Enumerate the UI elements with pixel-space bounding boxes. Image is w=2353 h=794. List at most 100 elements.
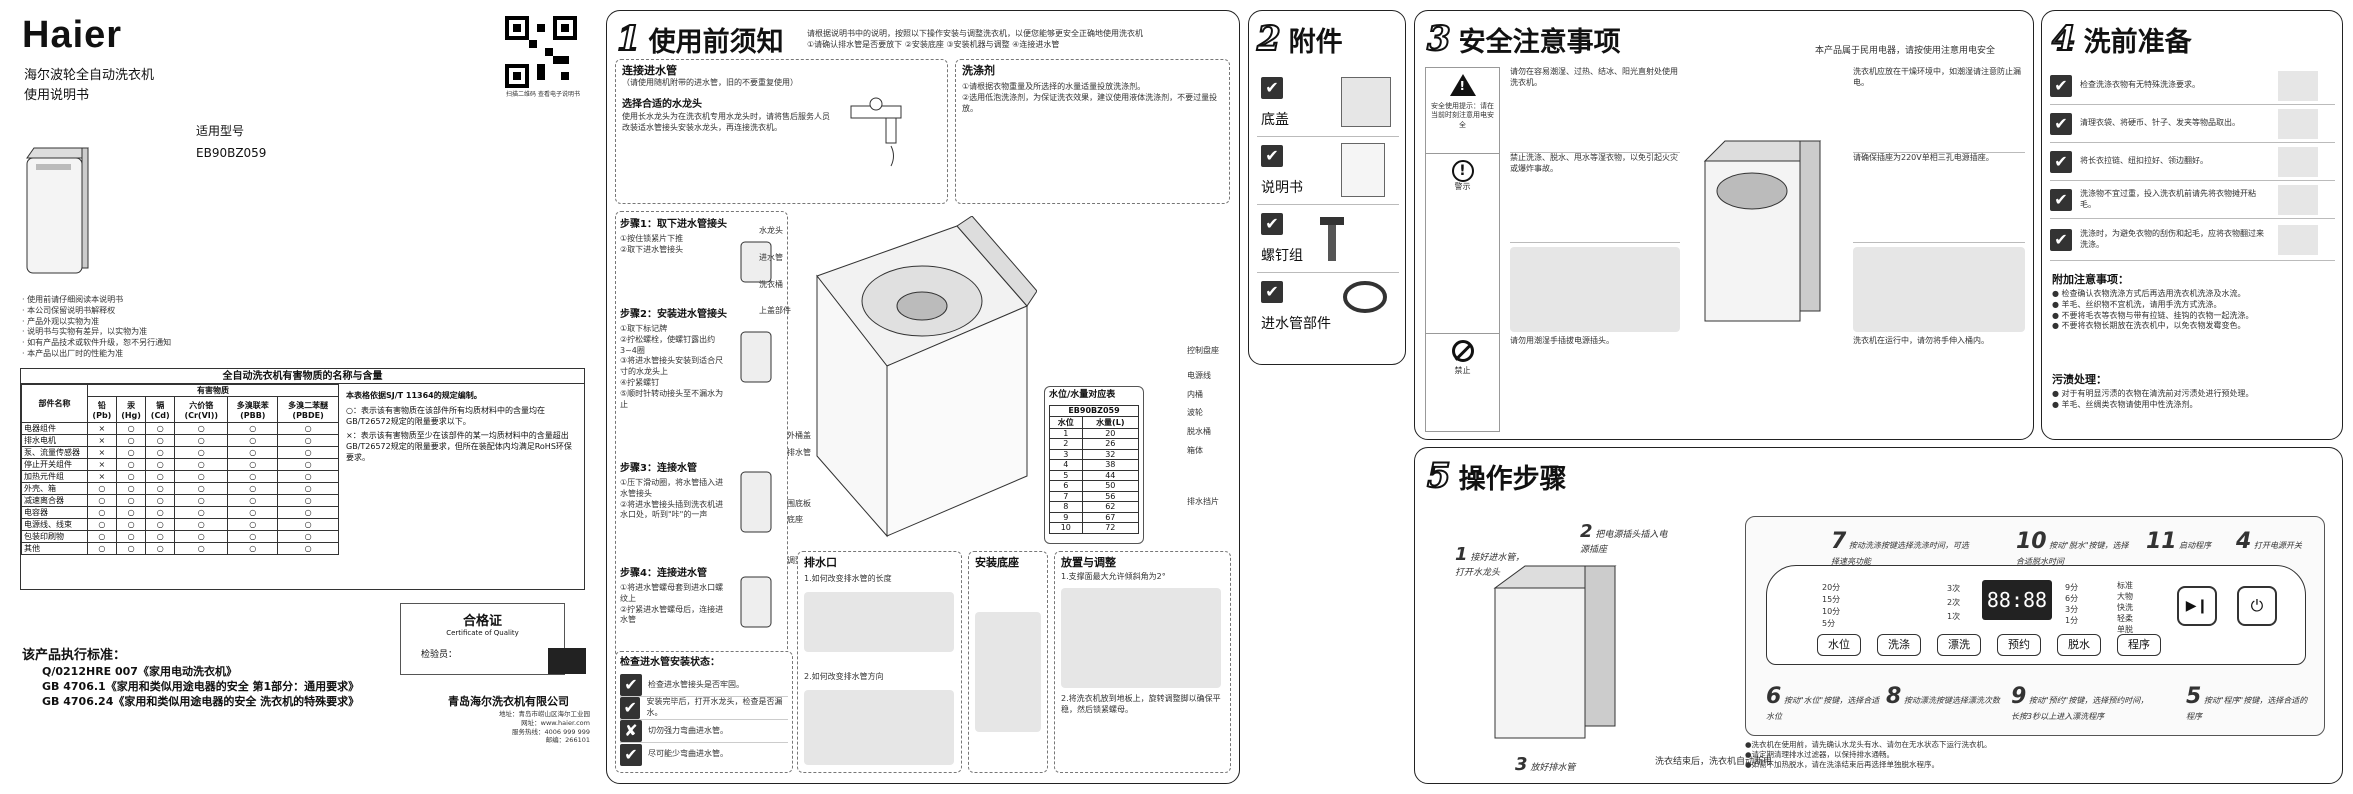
callout-number: 11 [2146,529,2177,554]
water-level-button[interactable]: 水位 [1817,634,1861,656]
part-name: 加热元件组 [21,470,88,483]
delay-button[interactable]: 预约 [1997,634,2041,656]
wl-col: 水量(L) [1081,415,1140,429]
step-item: ①按住锁紧片下推 [620,234,684,243]
prep-list: ✔检查洗涤衣物有无特殊洗涤要求。 ✔清理衣袋、将硬币、针子、发夹等物品取出。 ✔… [2050,67,2335,261]
substance-row: 加热元件组×○○○○○ [21,470,339,483]
certificate-box: 合格证 Certificate of Quality 检验员： [400,603,565,675]
rinse-indicators: 3次 2次 1次 [1947,582,1960,624]
substance-cell: ○ [227,518,279,531]
accessory-label: 螺钉组 [1261,248,1303,264]
step-item: ②将进水管接头插到洗衣机进水口处，听到"咔"的一声 [620,499,724,520]
accessory-list: ✔ 底盖 ✔ 说明书 ✔ 螺钉组 ✔ 进水管部件 [1257,69,1399,341]
start-pause-button[interactable]: ▶❙ [2177,586,2217,626]
drain-title: 排水口 [804,556,837,569]
part-label: 围底板 [787,498,811,508]
check-row: ✔安装完毕后，打开水龙头，检查是否漏水。 [620,697,788,720]
water-level-cell: 26 [1081,438,1140,450]
checkmark-icon: ✔ [1261,213,1283,235]
substance-cell: ○ [174,458,229,471]
standard-item: GB 4706.1《家用和类似用途电器的安全 第1部分：通用要求》 [42,680,360,693]
indicator-label: 标准 [2117,581,2133,590]
step-item: ②拧紧进水管螺母后，连接进水管 [620,604,724,625]
base-cover-image [1341,77,1391,127]
substance-notes: 本表格依据SJ/T 11364的规定编制。 ○：表示该有害物质在该部件所有均质材… [346,391,578,464]
substance-cell: ○ [87,506,117,519]
prep-illustration [2278,146,2318,177]
drain-subtitle2: 2.如何改变排水管方向 [804,672,884,681]
callout-number: 2 [1580,521,1593,542]
safety-text: 请确保插座为220V单相三孔电源插座。 [1853,153,2025,243]
substance-cell: ○ [277,434,339,447]
substance-cell: ○ [115,434,147,447]
power-button[interactable]: ⏻ [2237,586,2277,626]
screw-icon [1320,217,1344,261]
model-number: EB90BZ059 [196,146,267,160]
col-header: 多溴二苯醚(PBDE) [277,396,339,423]
substance-cell: ○ [115,458,147,471]
steps-box: 步骤1：取下进水管接头 ①按住锁紧片下推 ②取下进水管接头 步骤2：安装进水管接… [615,211,788,691]
part-label: 底座 [787,515,803,525]
rinse-button[interactable]: 漂洗 [1937,634,1981,656]
panel-title: 5 操作步骤 [1426,455,1567,497]
brand-logo: Haier [22,14,123,56]
check-text: 切勿强力弯曲进水管。 [648,725,728,735]
water-level-cell: 50 [1081,480,1140,492]
safety-col-a: 请勿在容易潮湿、过热、结冰、阳光直射处使用洗衣机。 禁止洗涤、脱水、甩水等湿衣物… [1510,67,1680,432]
callout-3: 3 放好排水管 [1515,753,1645,777]
accessory-label: 说明书 [1261,180,1303,196]
hose-icon [1343,281,1387,313]
indicator-label: 快洗 [2117,603,2133,612]
connect-hose-box: 连接进水管 （请使用随机附带的进水管，旧的不要重复使用） 选择合适的水龙头 使用… [615,59,948,204]
note-o: ○：表示该有害物质在该部件所有均质材料中的含量均在GB/T26572规定的限量要… [346,405,545,426]
callout-text: 打开电源开关 [2253,541,2302,550]
part-label: 脱水桶 [1187,427,1211,437]
drain-illustration [804,592,954,652]
safety-text: 洗衣机在运行中，请勿将手伸入桶内。 [1853,336,1989,345]
cert-title: 合格证 [462,614,502,629]
substance-cell: ○ [145,446,176,459]
spin-button[interactable]: 脱水 [2057,634,2101,656]
substance-cell: ○ [145,434,176,447]
substance-row: 包装印刷物○○○○○○ [21,530,339,543]
part-label: 电源线 [1187,370,1211,380]
part-name: 排水电机 [21,434,88,447]
prep-illustration [2278,224,2318,255]
water-level-cell: 38 [1081,459,1140,471]
substance-cell: ○ [174,542,229,555]
part-name: 电器组件 [21,422,88,435]
substance-cell: ○ [227,494,279,507]
part-name: 其他 [21,542,88,555]
substance-cell: ○ [277,530,339,543]
step-item: ⑤顺时针转动接头至不漏水为止 [620,388,724,409]
program-button[interactable]: 程序 [2117,634,2161,656]
spin-indicators: 9分 6分 3分 1分 [2065,582,2078,626]
checkmark-icon: ✔ [620,743,642,766]
substance-cell: ○ [277,494,339,507]
col-header: 铅(Pb) [87,396,117,423]
connect-title: 连接进水管 [622,64,677,77]
panel-number: 1 [616,18,642,60]
wash-button[interactable]: 洗涤 [1877,634,1921,656]
callout-4: 4 打开电源开关 [2236,527,2316,557]
water-level-cell: 5 [1049,469,1083,481]
prep-illustration [2278,184,2318,215]
prep-text: 将长衣拉链、纽扣拉好、领边翻好。 [2080,156,2208,166]
water-model: EB90BZ059 [1049,405,1139,417]
substance-cell: ○ [174,434,229,447]
substance-row: 减速离合器○○○○○○ [21,494,339,507]
checkmark-icon: ✔ [2050,150,2072,173]
indicator-label: 轻柔 [2117,614,2133,623]
part-name: 减速离合器 [21,494,88,507]
qr-code[interactable] [505,16,577,88]
substance-cell: ○ [277,542,339,555]
substance-cell: ○ [174,518,229,531]
indicator-label: 大物 [2117,592,2133,601]
substance-cell: ○ [87,494,117,507]
callout-number: 4 [2236,529,2252,554]
footer-line: ●如需不加热脱水，请在洗涤结束后再选择单独脱水程序。 [1745,760,1940,770]
substance-cell: ○ [115,518,147,531]
part-name: 电源线、线束 [21,518,88,531]
